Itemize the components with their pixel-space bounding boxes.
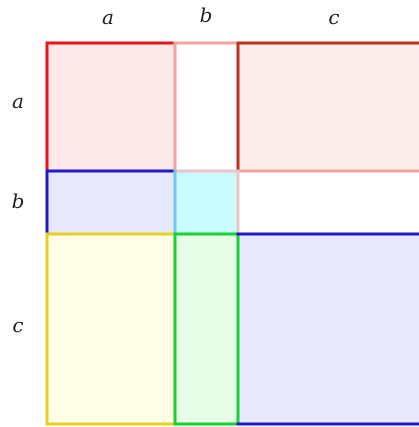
top-label-b: b	[200, 3, 213, 27]
fill-c-c	[238, 234, 419, 424]
left-label-b: b	[12, 189, 25, 213]
fill-a-a	[47, 43, 175, 171]
left-label-a: a	[12, 89, 24, 113]
top-label-a: a	[102, 5, 114, 29]
fill-b-c	[175, 234, 238, 424]
top-label-c: c	[328, 5, 339, 29]
fill-a-c	[47, 234, 175, 424]
fill-b-b	[175, 171, 238, 234]
fill-c-a	[238, 43, 419, 171]
region-edges	[45, 41, 419, 426]
region-fills	[47, 43, 419, 424]
fill-a-b	[47, 171, 175, 234]
left-label-c: c	[12, 313, 23, 337]
